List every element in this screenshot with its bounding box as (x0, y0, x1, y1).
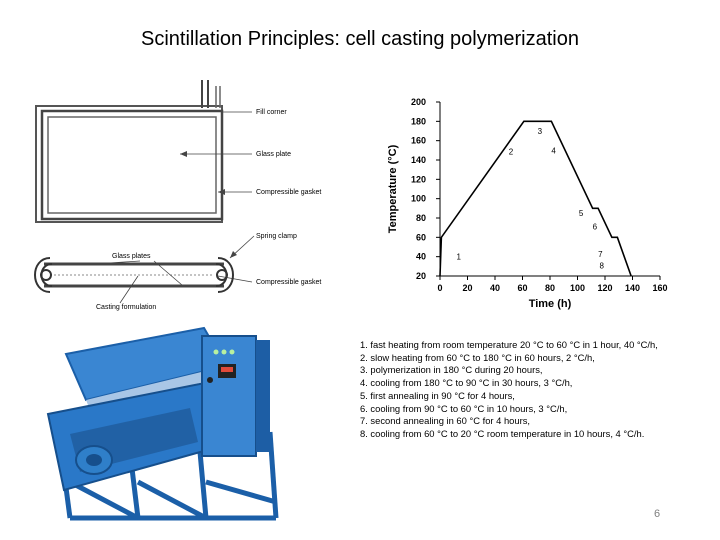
spring-clamp-right (215, 257, 234, 293)
page-number: 6 (654, 508, 661, 520)
x-tick-label: 40 (490, 283, 500, 293)
y-axis-label: Temperature (°C) (387, 144, 399, 233)
glass-plate-outer (40, 109, 224, 221)
y-tick-label: 160 (411, 136, 426, 146)
fill-corner-tube (201, 80, 221, 108)
list-item: 4. cooling from 180 °C to 90 °C in 30 ho… (360, 377, 573, 389)
y-tick-label: 200 (411, 97, 426, 107)
y-tick-label: 140 (411, 155, 426, 165)
arrow-head (230, 251, 237, 258)
x-tick-label: 140 (625, 283, 640, 293)
x-tick-label: 160 (652, 283, 667, 293)
indicator-light (213, 349, 219, 355)
control-cabinet (201, 335, 257, 457)
list-item: 6. cooling from 90 °C to 60 °C in 10 hou… (360, 402, 568, 414)
indicator-light (229, 349, 235, 355)
control-cabinet-side (256, 340, 270, 452)
list-item: 2. slow heating from 60 °C to 180 °C in … (360, 351, 595, 363)
x-tick-label: 80 (545, 283, 555, 293)
x-tick-label: 20 (462, 283, 472, 293)
x-tick-label: 120 (597, 283, 612, 293)
label-glass-plate: Glass plate (256, 151, 291, 158)
x-tick-label: 0 (437, 283, 442, 293)
casting-machine-photo (46, 326, 279, 521)
arrow-head (218, 189, 225, 195)
leader-line (153, 260, 183, 286)
x-axis-label: Time (h) (529, 298, 572, 310)
leader-line (217, 275, 253, 283)
list-item: 3. polymerization in 180 °C during 20 ho… (360, 364, 543, 376)
indicator-light (221, 349, 227, 355)
slide-title: Scintillation Principles: cell casting p… (141, 28, 579, 50)
label-compressible-gasket-bottom: Compressible gasket (256, 279, 321, 286)
step-annotation: 7 (598, 250, 603, 259)
step-annotation: 1 (457, 253, 462, 262)
y-tick-label: 120 (411, 174, 426, 184)
list-item: 8. cooling from 60 °C to 20 °C room temp… (360, 427, 645, 439)
pump-hub (86, 454, 102, 466)
controller-display (221, 367, 233, 372)
cabinet-switch (207, 377, 213, 383)
y-tick-label: 180 (411, 116, 426, 126)
y-tick-label: 100 (411, 194, 426, 204)
temperature-series-line (439, 120, 632, 277)
arrow-head (180, 151, 187, 157)
casting-cell-diagram: Fill corner Glass plate Compressible gas… (34, 80, 321, 311)
step-annotation: 6 (593, 223, 598, 232)
step-annotation: 4 (551, 146, 556, 155)
list-item: 5. first annealing in 90 °C for 4 hours, (360, 389, 515, 401)
label-fill-corner: Fill corner (256, 109, 287, 116)
spring-clamp-left (34, 257, 53, 293)
y-tick-label: 60 (416, 232, 426, 242)
x-tick-label: 60 (517, 283, 527, 293)
process-steps-list: 1. fast heating from room temperature 20… (360, 339, 715, 441)
step-annotation: 2 (509, 147, 514, 156)
leader-line (93, 260, 141, 265)
label-compressible-gasket-top: Compressible gasket (256, 189, 321, 196)
list-item: 1. fast heating from room temperature 20… (360, 339, 658, 350)
step-annotation: 8 (600, 261, 605, 270)
compressible-gasket (47, 116, 217, 214)
x-tick-label: 100 (570, 283, 585, 293)
label-glass-plates: Glass plates (112, 253, 151, 260)
step-annotation: 3 (538, 127, 543, 136)
y-tick-label: 80 (416, 213, 426, 223)
glass-plate-rear (35, 105, 223, 223)
y-tick-label: 20 (416, 271, 426, 281)
leader-line (119, 275, 139, 304)
y-tick-label: 40 (416, 252, 426, 262)
label-spring-clamp: Spring clamp (256, 233, 297, 240)
list-item: 7. second annealing in 60 °C for 4 hours… (360, 415, 531, 427)
label-casting-formulation: Casting formulation (96, 304, 156, 311)
step-annotation: 5 (579, 209, 584, 218)
